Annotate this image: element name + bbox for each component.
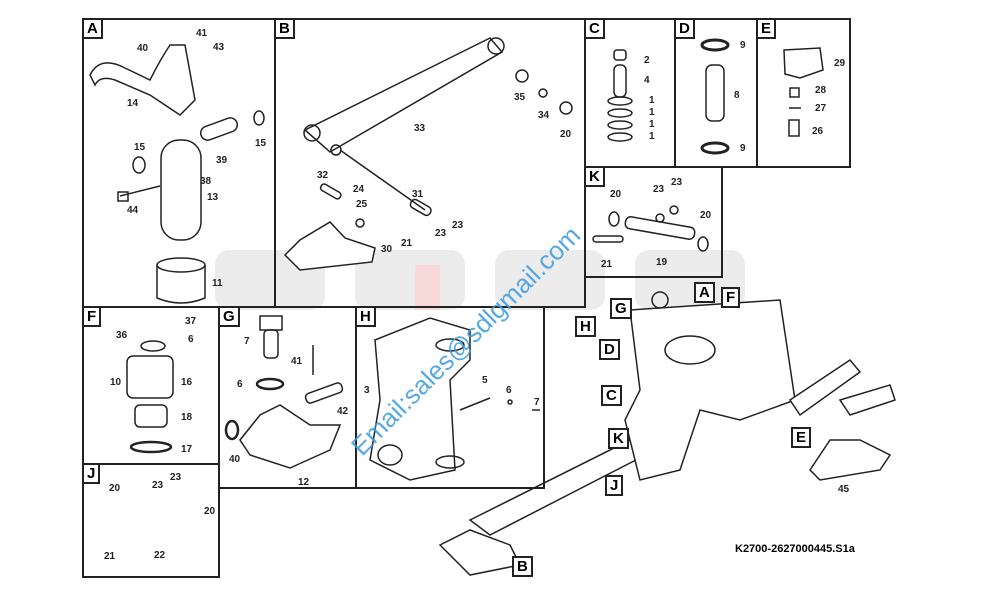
- part-label: 40: [229, 454, 241, 465]
- part-label: 21: [104, 551, 116, 562]
- part-label: 33: [414, 123, 426, 134]
- part-label: 39: [216, 155, 228, 166]
- callout-e[interactable]: E: [791, 427, 812, 448]
- part-label: 24: [353, 184, 365, 195]
- part-label: 41: [291, 356, 303, 367]
- part-label: 23: [671, 177, 683, 188]
- part-label: 23: [152, 480, 164, 491]
- part-label: 29: [834, 58, 846, 69]
- callout-a[interactable]: A: [694, 282, 715, 303]
- callout-h[interactable]: H: [575, 316, 596, 337]
- part-label: 16: [181, 377, 193, 388]
- part-label: 41: [196, 28, 208, 39]
- panel-j: J: [82, 463, 220, 578]
- part-label: 10: [110, 377, 122, 388]
- part-label: 20: [204, 506, 216, 517]
- part-label: 4: [644, 75, 650, 86]
- callout-f[interactable]: F: [721, 287, 741, 308]
- panel-tag: H: [355, 306, 376, 327]
- panel-tag: C: [584, 18, 605, 39]
- part-label: 13: [207, 192, 219, 203]
- panel-tag: A: [82, 18, 103, 39]
- part-label: 37: [185, 316, 197, 327]
- part-label: 14: [127, 98, 139, 109]
- callout-k[interactable]: K: [608, 428, 629, 449]
- panel-tag: E: [756, 18, 777, 39]
- part-label: 42: [337, 406, 349, 417]
- part-label: 20: [610, 189, 622, 200]
- panel-tag: B: [274, 18, 295, 39]
- part-label: 28: [815, 85, 827, 96]
- part-label: 22: [154, 550, 166, 561]
- part-label: 45: [838, 484, 850, 495]
- part-label: 35: [514, 92, 526, 103]
- part-label: 8: [734, 90, 740, 101]
- part-label: 26: [812, 126, 824, 137]
- part-label: 23: [170, 472, 182, 483]
- part-label: 25: [356, 199, 368, 210]
- part-label: 44: [127, 205, 139, 216]
- part-label: 23: [452, 220, 464, 231]
- panel-c: C: [584, 18, 676, 168]
- part-label: 31: [412, 189, 424, 200]
- part-label: 6: [506, 385, 512, 396]
- part-label: 18: [181, 412, 193, 423]
- part-label: 23: [435, 228, 447, 239]
- part-label: 6: [237, 379, 243, 390]
- part-label: 9: [740, 143, 746, 154]
- part-label: 20: [560, 129, 572, 140]
- panel-a: A: [82, 18, 276, 308]
- part-label: 2: [644, 55, 650, 66]
- panel-e: E: [756, 18, 851, 168]
- panel-tag: G: [218, 306, 240, 327]
- panel-tag: J: [82, 463, 101, 484]
- part-label: 21: [601, 259, 613, 270]
- part-label: 38: [200, 176, 212, 187]
- callout-b[interactable]: B: [512, 556, 533, 577]
- part-label: 1: [649, 95, 655, 106]
- part-label: 15: [134, 142, 146, 153]
- part-label: 12: [298, 477, 310, 488]
- part-label: 27: [815, 103, 827, 114]
- drawing-reference: K2700-2627000445.S1a: [735, 543, 855, 555]
- callout-g[interactable]: G: [610, 298, 632, 319]
- callout-c[interactable]: C: [601, 385, 622, 406]
- part-label: 40: [137, 43, 149, 54]
- part-label: 19: [656, 257, 668, 268]
- part-label: 15: [255, 138, 267, 149]
- part-label: 43: [213, 42, 225, 53]
- part-label: 20: [700, 210, 712, 221]
- callout-j[interactable]: J: [605, 475, 624, 496]
- part-label: 9: [740, 40, 746, 51]
- part-label: 21: [401, 238, 413, 249]
- part-label: 23: [653, 184, 665, 195]
- part-label: 30: [381, 244, 393, 255]
- part-label: 34: [538, 110, 550, 121]
- panel-h: H: [355, 306, 545, 489]
- part-label: 7: [534, 397, 540, 408]
- panel-tag: K: [584, 166, 605, 187]
- panel-tag: F: [82, 306, 102, 327]
- part-label: 6: [188, 334, 194, 345]
- part-label: 1: [649, 107, 655, 118]
- panel-k: K: [584, 166, 723, 278]
- part-label: 17: [181, 444, 193, 455]
- panel-tag: D: [674, 18, 695, 39]
- part-label: 36: [116, 330, 128, 341]
- part-label: 32: [317, 170, 329, 181]
- part-label: 11: [212, 278, 223, 289]
- part-label: 7: [244, 336, 250, 347]
- part-label: 3: [364, 385, 370, 396]
- part-label: 1: [649, 131, 655, 142]
- part-label: 5: [482, 375, 488, 386]
- panel-f: F: [82, 306, 220, 465]
- callout-d[interactable]: D: [599, 339, 620, 360]
- part-label: 1: [649, 119, 655, 130]
- part-label: 20: [109, 483, 121, 494]
